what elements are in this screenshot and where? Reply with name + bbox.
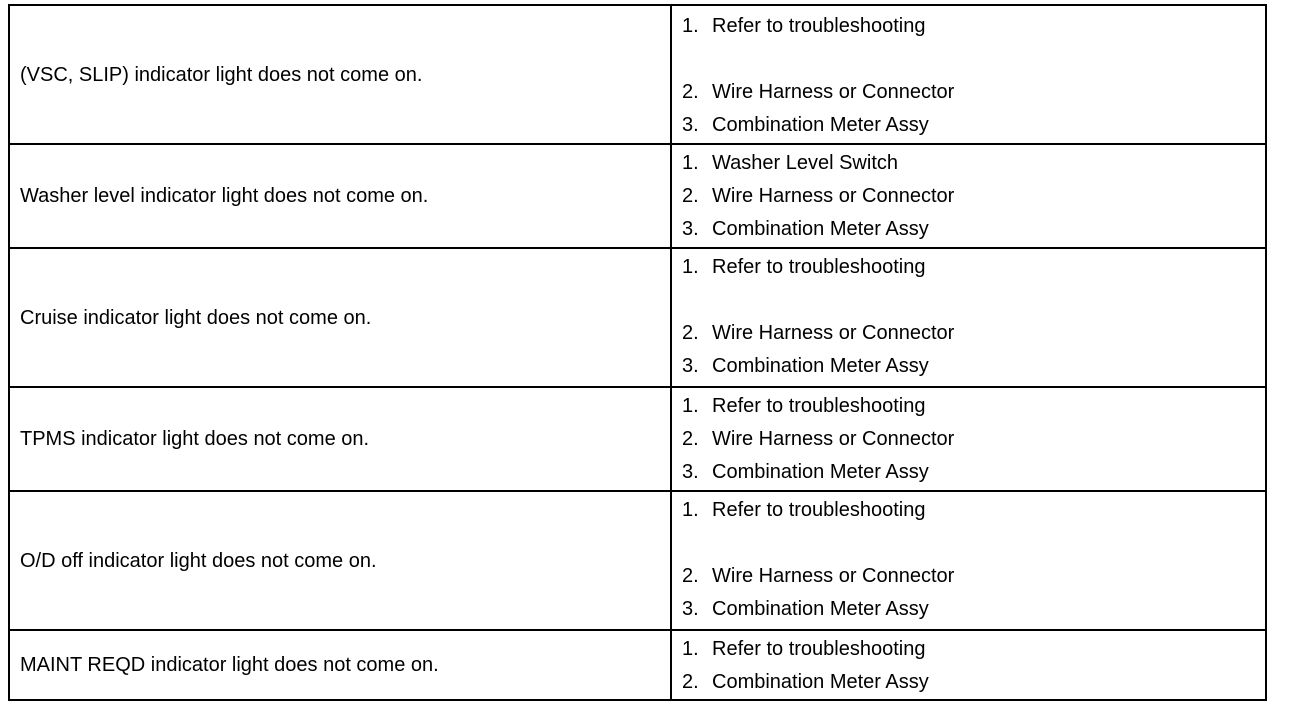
parts-cell: 1.Refer to troubleshooting 2.Combination… bbox=[670, 629, 1267, 701]
symptom-text: TPMS indicator light does not come on. bbox=[20, 428, 370, 450]
part-item: 2.Wire Harness or Connector bbox=[682, 81, 955, 103]
symptom-table: (VSC, SLIP) indicator light does not com… bbox=[8, 4, 1267, 701]
part-item: 3.Combination Meter Assy bbox=[682, 355, 929, 377]
symptom-text: Washer level indicator light does not co… bbox=[20, 185, 429, 207]
symptom-text: Cruise indicator light does not come on. bbox=[20, 306, 372, 329]
symptom-cell: (VSC, SLIP) indicator light does not com… bbox=[8, 4, 672, 145]
part-item: 1.Refer to troubleshooting bbox=[682, 638, 926, 660]
symptom-cell: O/D off indicator light does not come on… bbox=[8, 490, 672, 631]
part-item: 2.Wire Harness or Connector bbox=[682, 322, 955, 344]
symptom-cell: TPMS indicator light does not come on. bbox=[8, 386, 672, 492]
parts-cell: 1.Refer to troubleshooting 2.Wire Harnes… bbox=[670, 247, 1267, 388]
part-item: 3.Combination Meter Assy bbox=[682, 598, 929, 620]
table-row: MAINT REQD indicator light does not come… bbox=[8, 629, 1267, 701]
part-item: 3.Combination Meter Assy bbox=[682, 461, 929, 483]
part-item: 1.Refer to troubleshooting bbox=[682, 499, 926, 521]
symptom-cell: MAINT REQD indicator light does not come… bbox=[8, 629, 672, 701]
parts-cell: 1.Refer to troubleshooting 2.Wire Harnes… bbox=[670, 4, 1267, 145]
table-row: Cruise indicator light does not come on.… bbox=[8, 247, 1267, 388]
symptom-text: (VSC, SLIP) indicator light does not com… bbox=[20, 63, 423, 86]
symptom-cell: Cruise indicator light does not come on. bbox=[8, 247, 672, 388]
part-item: 1.Refer to troubleshooting bbox=[682, 395, 926, 417]
table-row: (VSC, SLIP) indicator light does not com… bbox=[8, 4, 1267, 145]
table-row: Washer level indicator light does not co… bbox=[8, 143, 1267, 249]
part-item: 2.Wire Harness or Connector bbox=[682, 565, 955, 587]
part-item: 1.Refer to troubleshooting bbox=[682, 15, 926, 37]
part-item: 3.Combination Meter Assy bbox=[682, 114, 929, 136]
part-item: 3.Combination Meter Assy bbox=[682, 218, 929, 240]
symptom-cell: Washer level indicator light does not co… bbox=[8, 143, 672, 249]
parts-cell: 1.Washer Level Switch 2.Wire Harness or … bbox=[670, 143, 1267, 249]
symptom-text: MAINT REQD indicator light does not come… bbox=[20, 654, 439, 676]
parts-cell: 1.Refer to troubleshooting 2.Wire Harnes… bbox=[670, 386, 1267, 492]
part-item: 2.Combination Meter Assy bbox=[682, 671, 929, 693]
symptom-text: O/D off indicator light does not come on… bbox=[20, 549, 377, 572]
part-item: 1.Washer Level Switch bbox=[682, 152, 898, 174]
part-item: 1.Refer to troubleshooting bbox=[682, 256, 926, 278]
table-row: O/D off indicator light does not come on… bbox=[8, 490, 1267, 631]
table-row: TPMS indicator light does not come on. 1… bbox=[8, 386, 1267, 492]
part-item: 2.Wire Harness or Connector bbox=[682, 185, 955, 207]
part-item: 2.Wire Harness or Connector bbox=[682, 428, 955, 450]
parts-cell: 1.Refer to troubleshooting 2.Wire Harnes… bbox=[670, 490, 1267, 631]
